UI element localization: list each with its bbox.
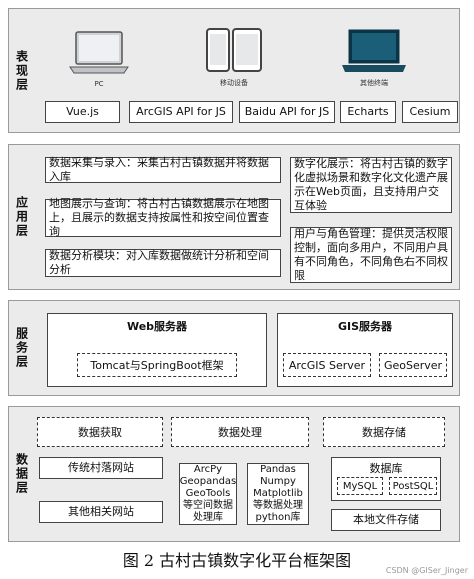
presentation-layer: 表现层 PC 移动设备 其他终端 Vue.js ArcGIS API for J… (8, 8, 460, 133)
geoserver: GeoServer (379, 353, 447, 377)
postsql: PostSQL (389, 477, 437, 495)
data-storage: 数据存储 (323, 417, 445, 447)
tech-baidu-api: Baidu API for JS (239, 101, 335, 123)
app-data-collection: 数据采集与录入：采集古村古镇数据并将数据入库 (45, 156, 281, 183)
data-acquire: 数据获取 (37, 417, 163, 447)
data-process: 数据处理 (171, 417, 309, 447)
layer-label: 数据层 (14, 453, 29, 495)
arcgis-server: ArcGIS Server (283, 353, 371, 377)
app-user-role: 用户与角色管理：提供灵活权限控制，面向多用户，不同用户具有不同角色，不同角色右不… (290, 227, 452, 283)
pc-device: PC (64, 29, 134, 88)
other-device: 其他终端 (334, 27, 414, 88)
data-layer: 数据层 数据获取 数据处理 数据存储 传统村落网站 其他相关网站 ArcPy G… (8, 406, 460, 542)
layer-label: 表现层 (14, 49, 29, 92)
web-framework: Tomcat与SpringBoot框架 (77, 353, 237, 377)
mysql: MySQL (337, 477, 383, 495)
pc-label: PC (94, 80, 104, 88)
spatial-tools: ArcPy Geopandas GeoTools 等空间数据处理库 (179, 463, 237, 525)
app-digital-display: 数字化展示：将古村古镇的数字化虚拟场景和数字化文化遗产展示在Web页面，且支持用… (290, 157, 452, 213)
app-map-query: 地图展示与查询：将古村古镇数据展示在地图上，且展示的数据支持按属性和按空间位置查… (45, 197, 281, 238)
source-other-sites: 其他相关网站 (39, 501, 163, 523)
other-label: 其他终端 (360, 79, 388, 87)
source-traditional-village: 传统村落网站 (39, 457, 163, 479)
database-title: 数据库 (369, 462, 403, 475)
gis-server-title: GIS服务器 (337, 320, 393, 333)
local-file-storage: 本地文件存储 (331, 509, 441, 531)
tech-echarts: Echarts (340, 101, 396, 123)
tech-vuejs: Vue.js (45, 101, 120, 123)
laptop-icon (69, 31, 129, 74)
layer-label: 应用层 (14, 196, 29, 238)
tech-cesium: Cesium (402, 101, 458, 123)
application-layer: 应用层 数据采集与录入：采集古村古镇数据并将数据入库 地图展示与查询：将古村古镇… (8, 144, 460, 290)
layer-label: 服务层 (14, 327, 29, 369)
watermark: CSDN @GISer_Jinger (385, 566, 468, 575)
app-data-analysis: 数据分析模块：对入库数据做统计分析和空间分析 (45, 249, 281, 277)
web-server-title: Web服务器 (126, 320, 188, 333)
phone-tablet-icon (206, 28, 262, 72)
terminal-icon (342, 29, 406, 72)
python-tools: Pandas Numpy Matplotlib 等数据处理 python库 (247, 463, 309, 525)
mobile-device: 移动设备 (199, 25, 269, 88)
tech-arcgis-api: ArcGIS API for JS (129, 101, 233, 123)
service-layer: 服务层 Web服务器 Tomcat与SpringBoot框架 GIS服务器 Ar… (8, 300, 460, 396)
mobile-label: 移动设备 (220, 79, 248, 87)
figure-caption: 图 2 古村古镇数字化平台框架图 (122, 551, 352, 570)
